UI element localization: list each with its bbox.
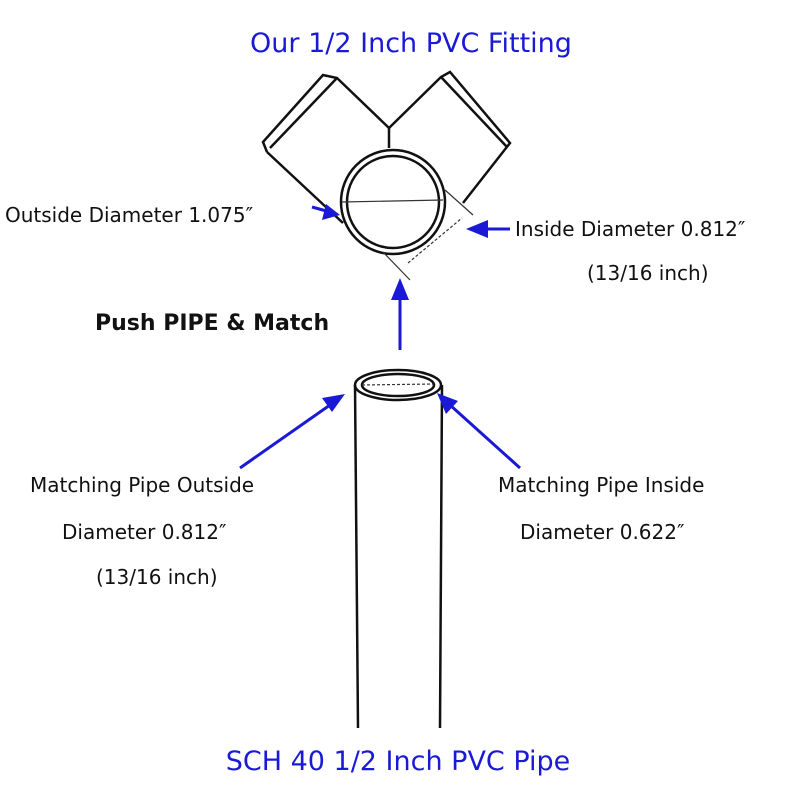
pipe-outside-label-line1: Matching Pipe Outside <box>30 473 254 497</box>
fitting-inside-diameter-label: Inside Diameter 0.812″ <box>515 217 745 241</box>
fitting-inside-diameter-fraction: (13/16 inch) <box>587 261 709 285</box>
diagram-title: Our 1/2 Inch PVC Fitting <box>250 28 572 59</box>
push-up-arrow <box>391 278 409 350</box>
fitting-outside-diameter-label: Outside Diameter 1.075″ <box>5 203 253 227</box>
pipe-inside-label-line1: Matching Pipe Inside <box>498 473 704 497</box>
pipe-drawing <box>353 368 444 729</box>
fitting-drawing <box>261 70 512 281</box>
inside-diameter-arrow <box>466 220 510 238</box>
pipe-outside-arrow <box>239 394 345 470</box>
pipe-outside-label-line2: Diameter 0.812″ <box>62 520 226 544</box>
pipe-caption: SCH 40 1/2 Inch PVC Pipe <box>226 746 571 777</box>
outside-diameter-arrow <box>311 204 340 220</box>
pipe-outside-label-line3: (13/16 inch) <box>96 565 218 589</box>
pipe-inside-label-line2: Diameter 0.622″ <box>520 520 684 544</box>
pipe-inside-arrow <box>437 393 522 470</box>
push-pipe-match-label: Push PIPE & Match <box>95 311 329 336</box>
